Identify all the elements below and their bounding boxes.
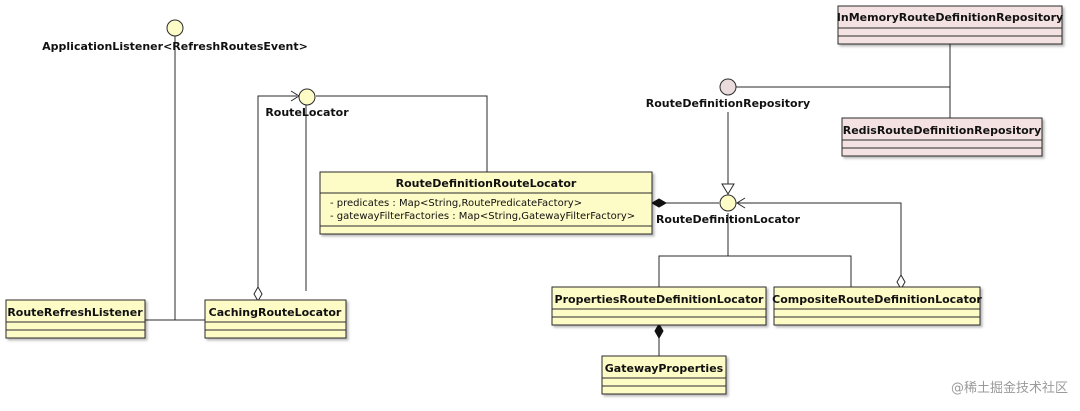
interface-route-definition-locator: RouteDefinitionLocator (656, 194, 801, 226)
rdrl-composition-diamond (650, 198, 668, 208)
caching-aggregation-diamond (253, 285, 263, 303)
composite-arrow-head (736, 197, 746, 209)
properties-composition-diamond (654, 322, 664, 340)
rdrl-attribute-predicates: - predicates : Map<String,RoutePredicate… (330, 198, 582, 209)
in-memory-repo-name: InMemoryRouteDefinitionRepository (837, 11, 1063, 24)
rdrl-implements-route-locator (316, 95, 488, 172)
route-refresh-listener-name: RouteRefreshListener (7, 306, 143, 319)
class-route-definition-route-locator: RouteDefinitionRouteLocator - predicates… (319, 171, 653, 235)
route-definition-repository-label: RouteDefinitionRepository (646, 97, 810, 110)
route-locator-lollipop (298, 88, 316, 106)
class-in-memory-route-definition-repository: InMemoryRouteDefinitionRepository (837, 5, 1063, 45)
interface-application-listener: ApplicationListener<RefreshRoutesEvent> (42, 19, 308, 53)
class-redis-route-definition-repository: RedisRouteDefinitionRepository (841, 117, 1043, 157)
redis-repo-name: RedisRouteDefinitionRepository (843, 124, 1042, 137)
route-definition-locator-lollipop (719, 194, 737, 212)
composite-locator-name: CompositeRouteDefinitionLocator (772, 293, 982, 306)
application-listener-label: ApplicationListener<RefreshRoutesEvent> (42, 40, 308, 53)
composite-aggregates-locator (738, 202, 902, 276)
class-route-refresh-listener: RouteRefreshListener (5, 299, 146, 339)
class-composite-route-definition-locator: CompositeRouteDefinitionLocator (772, 286, 982, 326)
caching-aggregates-route-locator (257, 95, 297, 291)
watermark: @稀土掘金技术社区 (951, 380, 1068, 396)
route-definition-locator-label: RouteDefinitionLocator (656, 213, 801, 226)
route-locator-label: RouteLocator (265, 106, 349, 119)
rdrl-attribute-gateway-filter-factories: - gatewayFilterFactories : Map<String,Ga… (330, 211, 635, 222)
gateway-properties-name: GatewayProperties (605, 362, 724, 375)
class-properties-route-definition-locator: PropertiesRouteDefinitionLocator (551, 286, 767, 326)
application-listener-lollipop (166, 19, 184, 37)
class-caching-route-locator: CachingRouteLocator (204, 299, 347, 339)
locator-implementors-bar (658, 255, 852, 287)
interface-route-definition-repository: RouteDefinitionRepository (646, 78, 810, 110)
connectors (145, 36, 951, 356)
rdrl-name: RouteDefinitionRouteLocator (396, 177, 577, 190)
repository-generalization-triangle (721, 183, 735, 195)
route-definition-repository-lollipop (719, 78, 737, 96)
class-gateway-properties: GatewayProperties (601, 355, 727, 395)
properties-locator-name: PropertiesRouteDefinitionLocator (555, 293, 765, 306)
caching-route-locator-name: CachingRouteLocator (209, 306, 342, 319)
interface-route-locator: RouteLocator (265, 88, 349, 119)
